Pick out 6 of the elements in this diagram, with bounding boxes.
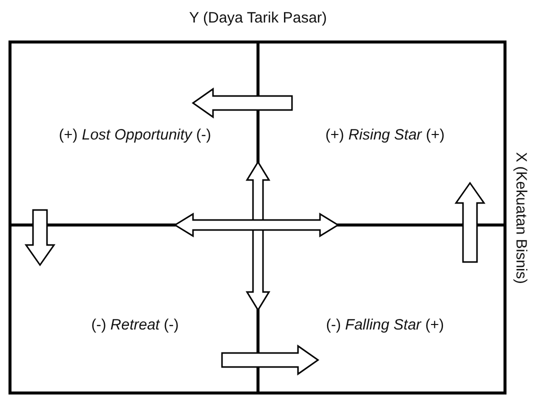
- quadrant-label: (+) Lost Opportunity (-): [58, 126, 212, 144]
- quadrant-label: (-) Falling Star (+): [326, 316, 444, 334]
- axis-title: Y (Daya Tarik Pasar): [189, 10, 327, 26]
- quadrant-label: (+) Rising Star (+): [325, 126, 445, 144]
- quadrant-label: (-) Retreat (-): [91, 316, 179, 334]
- axis-title: X (Kekuatan Bisnis): [512, 152, 530, 284]
